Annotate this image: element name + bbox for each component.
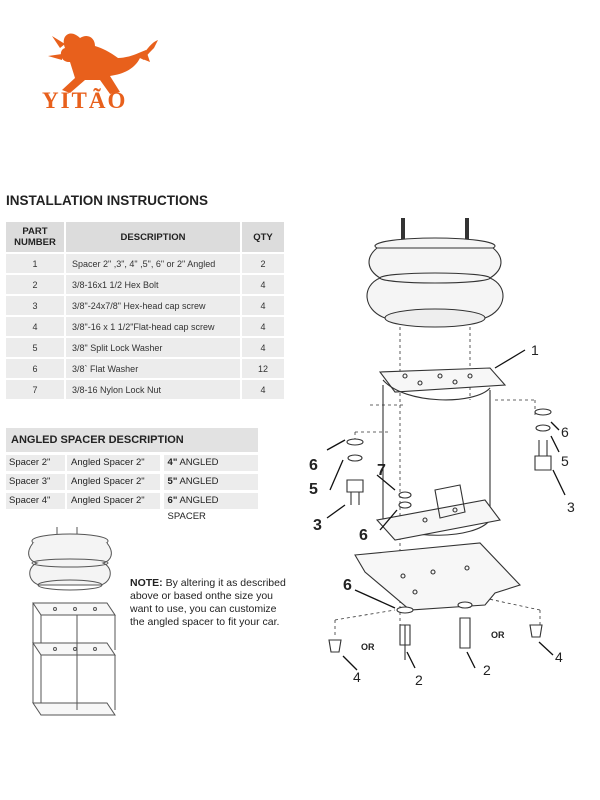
angled-cell: Angled Spacer 2" (67, 474, 160, 490)
callout-6-center: 6 (359, 527, 368, 544)
callout-6-bottom: 6 (343, 577, 352, 594)
part-description: Spacer 2" ,3", 4" ,5", 6" or 2" Angled (66, 254, 242, 273)
note-text: NOTE: By altering it as described above … (130, 577, 290, 629)
part-number: 1 (6, 254, 66, 273)
page-title: INSTALLATION INSTRUCTIONS (6, 193, 208, 208)
note-label: NOTE: (130, 577, 163, 589)
table-row: Spacer 4" Angled Spacer 2" 6" ANGLED SPA… (6, 493, 258, 522)
result-size: 6" (167, 495, 178, 506)
callout-2a: 2 (415, 672, 423, 688)
callout-5-left: 5 (309, 481, 318, 498)
callout-3-right: 3 (567, 499, 575, 515)
result-cell: 5" ANGLED SPACER (163, 474, 258, 503)
left-hardware (346, 438, 412, 509)
part-description: 3/8"-16 x 1 1/2"Flat-head cap screw (66, 317, 242, 336)
spacer-cell: Spacer 2" (6, 455, 66, 471)
result-cell: 4" ANGLED SPACER (163, 455, 258, 484)
spacer-stack-illustration (28, 527, 116, 716)
part-qty: 4 (242, 338, 284, 357)
part-number: 3 (6, 296, 66, 315)
part-number: 5 (6, 338, 66, 357)
part-qty: 12 (242, 359, 284, 378)
callout-1: 1 (531, 342, 539, 358)
part-number: 7 (6, 380, 66, 399)
header-description: DESCRIPTION (66, 222, 242, 252)
table-row: Spacer 3" Angled Spacer 2" 5" ANGLED SPA… (6, 474, 258, 503)
callout-3-left: 3 (313, 517, 322, 534)
callout-4-left: 4 (353, 669, 361, 685)
header-part-number: PART NUMBER (6, 222, 66, 252)
result-size: 5" (167, 476, 178, 487)
callout-5-right: 5 (561, 453, 569, 469)
exploded-assembly-diagram: 1 2 2 3 3 4 4 5 5 6 6 6 6 7 OR OR (309, 218, 575, 688)
table-row: Spacer 2" Angled Spacer 2" 4" ANGLED SPA… (6, 455, 258, 484)
result-label: ANGLED SPACER (167, 495, 219, 522)
result-cell: 6" ANGLED SPACER (163, 493, 258, 522)
angled-spacer-title: ANGLED SPACER DESCRIPTION (6, 428, 258, 452)
part-description: 3/8" Split Lock Washer (66, 338, 242, 357)
brand-name: YITÃO (42, 88, 128, 113)
angled-spacer-table: ANGLED SPACER DESCRIPTION Spacer 2" Angl… (6, 428, 258, 522)
angled-cell: Angled Spacer 2" (67, 455, 160, 471)
right-hardware (534, 408, 552, 471)
part-qty: 4 (242, 380, 284, 399)
table-header-row: PART NUMBER DESCRIPTION QTY (6, 222, 284, 252)
air-spring-icon (366, 218, 504, 328)
angled-cell: Angled Spacer 2" (67, 493, 160, 509)
base-plate (354, 542, 522, 611)
part-description: 3/8"-24x7/8" Hex-head cap screw (66, 296, 242, 315)
callout-2b: 2 (483, 662, 491, 678)
callout-6-left: 6 (309, 457, 318, 474)
spacer-body (375, 367, 507, 541)
part-qty: 4 (242, 317, 284, 336)
lion-logo-icon (48, 33, 158, 94)
spacer-cell: Spacer 4" (6, 493, 66, 509)
part-qty: 4 (242, 275, 284, 294)
callout-7: 7 (377, 462, 386, 479)
part-description: 3/8` Flat Washer (66, 359, 242, 378)
bottom-bolts (328, 601, 543, 660)
part-description: 3/8-16 Nylon Lock Nut (66, 380, 242, 399)
header-qty: QTY (242, 222, 284, 252)
or-label-left: OR (361, 642, 375, 652)
part-number: 2 (6, 275, 66, 294)
note-body: By altering it as described above or bas… (130, 577, 286, 628)
or-label-right: OR (491, 630, 505, 640)
part-number: 6 (6, 359, 66, 378)
callout-4-right: 4 (555, 649, 563, 665)
callout-6-right: 6 (561, 424, 569, 440)
result-size: 4" (167, 457, 178, 468)
part-qty: 2 (242, 254, 284, 273)
spacer-cell: Spacer 3" (6, 474, 66, 490)
part-number: 4 (6, 317, 66, 336)
part-qty: 4 (242, 296, 284, 315)
part-description: 3/8-16x1 1/2 Hex Bolt (66, 275, 242, 294)
